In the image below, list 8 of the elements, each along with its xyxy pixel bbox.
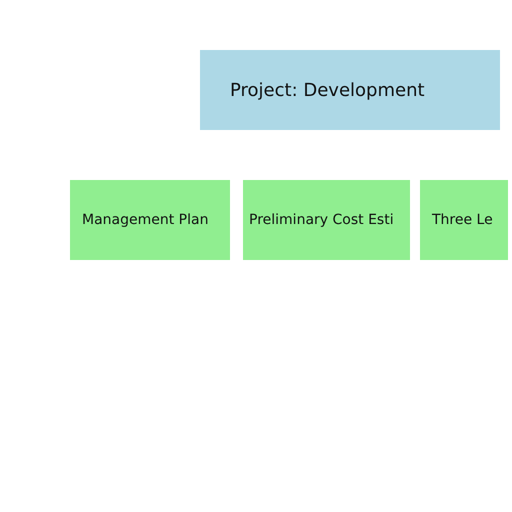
node-label: Project: Development: [230, 80, 425, 100]
task-box: [420, 180, 508, 260]
task-box: [70, 180, 230, 260]
node-label: Three Le: [432, 212, 493, 228]
node-label: Management Plan: [82, 212, 208, 228]
node-label: Preliminary Cost Esti: [249, 212, 394, 228]
project-box: [200, 50, 500, 130]
task-box: [243, 180, 410, 260]
